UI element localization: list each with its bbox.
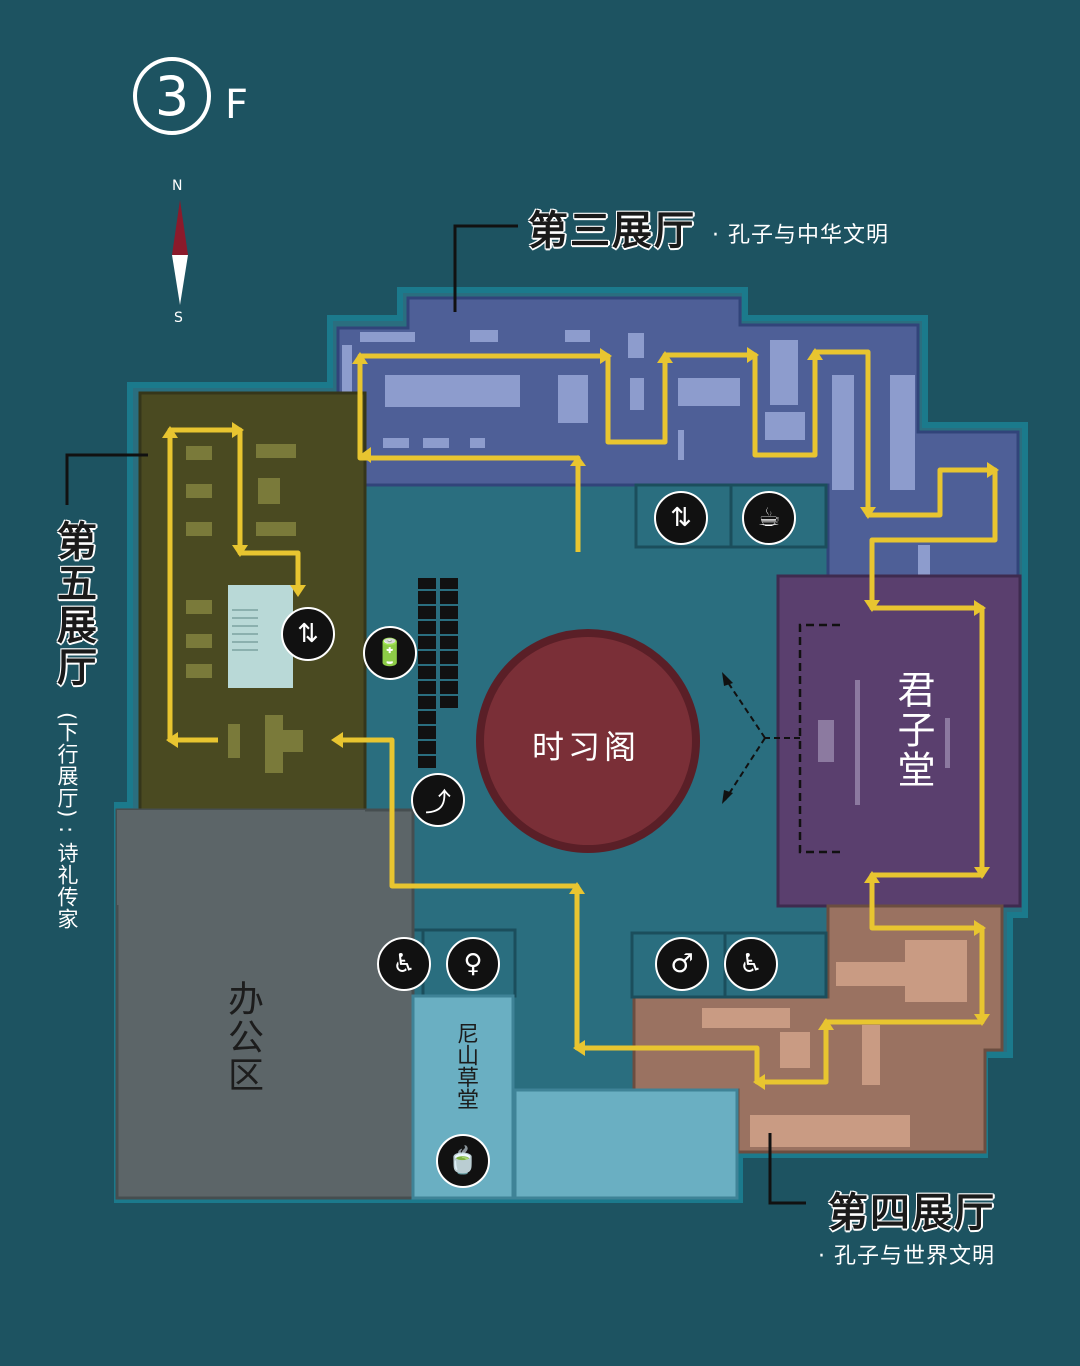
hall4-title: 第四展厅	[828, 1190, 996, 1236]
route-arrows	[162, 347, 999, 1090]
elevator-icon-hall3: ⇅	[654, 491, 708, 545]
hall3-title: 第三展厅	[528, 208, 696, 254]
hall3-callout-line	[453, 224, 518, 312]
junzi-screen-right	[945, 718, 950, 768]
escalator-icon: ⤴	[411, 773, 465, 827]
nishan-label: 尼山草堂	[453, 1022, 478, 1110]
junzi-exhibit	[818, 720, 834, 762]
floor-number: 3	[154, 64, 190, 128]
male-toilet-icon: ♂	[655, 937, 709, 991]
floor-suffix: F	[225, 82, 249, 128]
tea-icon: 🍵	[436, 1134, 490, 1188]
accessible-toilet-icon-left: ♿	[377, 937, 431, 991]
elevator-icon-hall5: ⇅	[281, 607, 335, 661]
hall3-exhibits	[342, 330, 930, 575]
stair-steps	[232, 609, 258, 651]
compass-south-label: S	[174, 310, 183, 326]
shixi-pavilion-circle	[476, 629, 700, 853]
female-toilet-icon: ♀	[446, 937, 500, 991]
drink-icon: ☕	[742, 491, 796, 545]
hall5-subtitle: (下行展厅) : 诗礼传家	[55, 712, 79, 930]
junzi-hall-label: 君子堂	[891, 670, 935, 790]
junzi-screen-left	[855, 680, 860, 805]
compass-north-label: N	[172, 178, 183, 194]
junzi-dashed-zone	[798, 623, 840, 854]
hall5-exhibits	[186, 444, 303, 773]
charging-icon: 🔋	[363, 626, 417, 680]
floor-number-circle: 3	[133, 57, 211, 135]
hall5-title: 第五展厅	[50, 520, 96, 688]
shixi-pavilion-label: 时习阁	[532, 728, 641, 766]
compass-south-needle	[172, 255, 188, 305]
hall4-subtitle: · 孔子与世界文明	[818, 1244, 995, 1269]
hall4-callout-line	[768, 1133, 806, 1205]
hall4-exhibits	[702, 940, 967, 1147]
nishan-extension	[513, 1088, 739, 1200]
hall5-callout-line	[65, 453, 148, 505]
escalator	[418, 578, 458, 768]
accessible-toilet-icon-right: ♿	[724, 937, 778, 991]
compass-north-needle	[172, 200, 188, 255]
office-label: 办公区	[222, 980, 263, 1094]
hall3-subtitle: · 孔子与中华文明	[712, 223, 889, 248]
